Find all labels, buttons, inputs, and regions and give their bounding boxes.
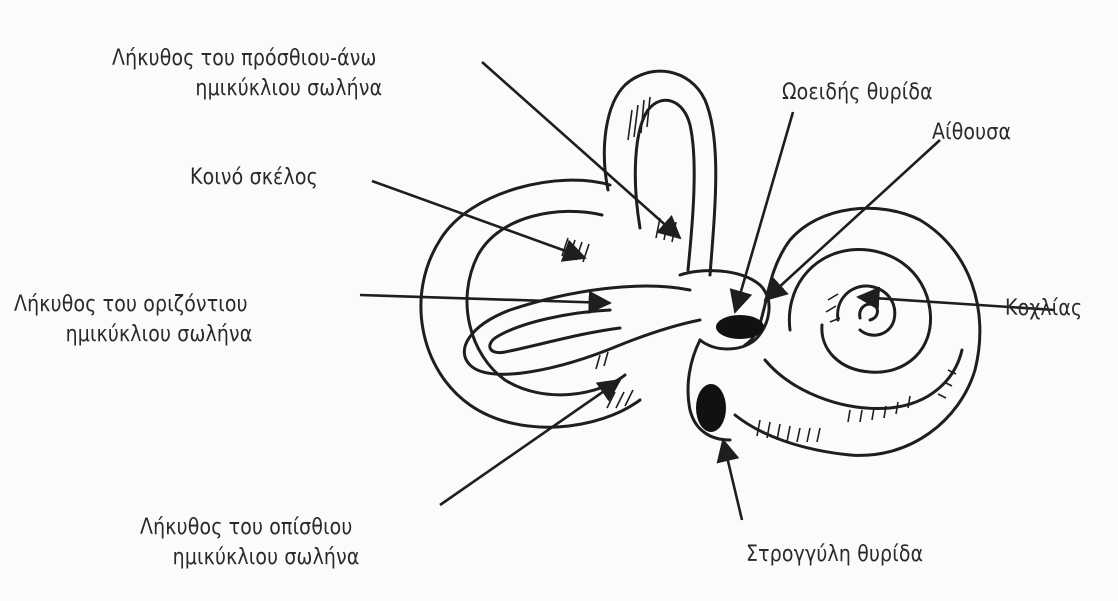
label-posterior-ampulla-line2: ημικύκλιου σωλήνα [140,543,359,573]
oval-window-shape [716,315,764,339]
label-anterior-ampulla: Λήκυθος του πρόσθιου-άνω ημικύκλιου σωλή… [112,44,382,104]
label-vestibule: Αίθουσα [932,118,1011,148]
label-horizontal-ampulla-line2: ημικύκλιου σωλήνα [14,320,252,350]
arrow-horizontal-ampulla [360,295,610,303]
anterior-canal-inner [635,100,694,270]
arrow-common-crus [372,181,585,258]
label-round-window: Στρογγύλη θυρίδα [746,540,923,570]
arrow-vestibule [765,140,940,300]
arrow-round-window [723,440,742,520]
label-round-window-text: Στρογγύλη θυρίδα [746,540,923,570]
cochlea-turn-3 [838,286,895,335]
label-oval-window-text: Ωοειδής θυρίδα [782,78,933,108]
round-window-shape [696,384,726,432]
cochlea-apex [860,304,878,320]
vestibule-body [680,271,769,349]
horizontal-canal-inner [490,310,620,353]
label-cochlea-text: Κοχλίας [1005,294,1082,324]
hatching [562,97,956,442]
cochlea-outer [735,208,980,455]
label-common-crus: Κοινό σκέλος [190,163,318,193]
arrow-posterior-ampulla [440,380,620,505]
label-posterior-ampulla: Λήκυθος του οπίσθιου ημικύκλιου σωλήνα [140,513,359,573]
label-horizontal-ampulla-line1: Λήκυθος του οριζόντιου [14,290,252,320]
label-vestibule-text: Αίθουσα [932,118,1011,148]
label-oval-window: Ωοειδής θυρίδα [782,78,933,108]
label-horizontal-ampulla: Λήκυθος του οριζόντιου ημικύκλιου σωλήνα [14,290,252,350]
cochlea-inner-wall [765,350,962,408]
label-common-crus-text: Κοινό σκέλος [190,163,318,193]
label-posterior-ampulla-line1: Λήκυθος του οπίσθιου [140,513,359,543]
label-anterior-ampulla-line2: ημικύκλιου σωλήνα [112,74,382,104]
label-anterior-ampulla-line1: Λήκυθος του πρόσθιου-άνω [112,44,382,74]
label-cochlea: Κοχλίας [1005,294,1082,324]
